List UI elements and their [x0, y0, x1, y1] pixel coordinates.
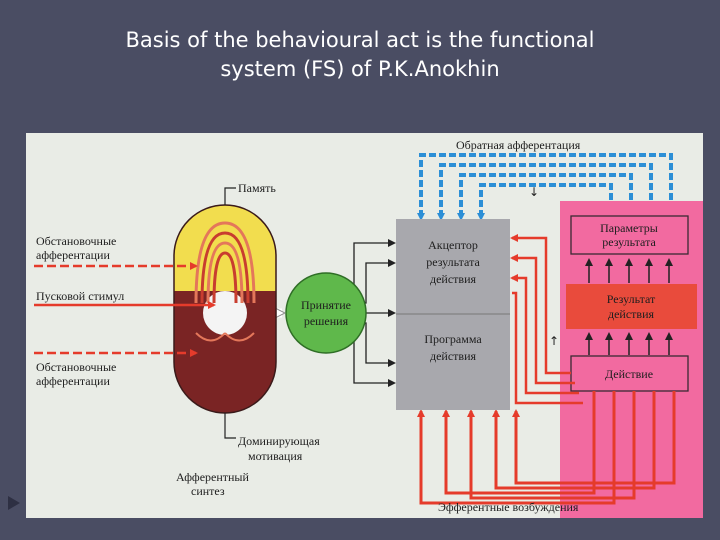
bullet-arrow-icon	[8, 496, 20, 510]
trigger-stimulus-label: Пусковой стимул	[36, 289, 124, 303]
result-parameters-box	[570, 215, 689, 255]
efferent-excitation-arrows	[417, 391, 676, 505]
efferent-copy-arrows	[510, 234, 583, 405]
decision-label-2: решения	[304, 314, 349, 328]
situational-afferentation-bottom-1: Обстановочные	[36, 360, 116, 374]
action-result-label-2: действия	[608, 307, 655, 321]
up-arrow-icon: ↑	[549, 334, 559, 348]
acceptor-label-1: Акцептор	[428, 238, 478, 252]
feedback-arrow-icon: ↓	[529, 185, 539, 199]
slide-title-line-2: system (FS) of P.K.Anokhin	[220, 57, 500, 81]
memory-pointer	[224, 187, 236, 205]
feedback-label: Обратная афферентация	[456, 138, 581, 152]
result-up-arrows	[585, 258, 673, 283]
situational-afferentation-top-2: афферентации	[36, 248, 110, 262]
memory-label: Память	[238, 181, 276, 195]
situational-afferentation-top-1: Обстановочные	[36, 234, 116, 248]
decision-label-1: Принятие	[301, 298, 351, 312]
acceptor-label-2: результата	[426, 255, 480, 269]
slide-title-line-1: Basis of the behavioural act is the func…	[125, 28, 595, 52]
result-parameters-label-2: результата	[602, 235, 656, 249]
feedback-afferentation-arrows	[417, 153, 673, 221]
program-label-2: действия	[430, 349, 477, 363]
situational-afferentation-bottom-2: афферентации	[36, 374, 110, 388]
action-result-label-1: Результат	[607, 292, 656, 306]
functional-system-diagram: Обратная афферентация ↓ Параметры резуль…	[26, 133, 703, 518]
afferent-synthesis-capsule	[173, 204, 277, 414]
action-label: Действие	[605, 367, 653, 381]
program-label-1: Программа	[424, 332, 482, 346]
result-parameters-label-1: Параметры	[600, 221, 658, 235]
slide-title: Basis of the behavioural act is the func…	[20, 26, 700, 84]
decision-circle	[285, 272, 367, 354]
dominant-motivation-label-1: Доминирующая	[238, 434, 320, 448]
afferent-synthesis-label-2: синтез	[191, 484, 225, 498]
efferent-excitations-label: Эфферентные возбуждения	[438, 500, 579, 514]
action-result-box	[566, 284, 697, 329]
afferent-synthesis-label-1: Афферентный	[176, 470, 249, 484]
diagram-canvas: Обратная афферентация ↓ Параметры резуль…	[34, 138, 703, 518]
action-up-arrows	[585, 332, 673, 355]
dominant-motivation-label-2: мотивация	[248, 449, 303, 463]
acceptor-label-3: действия	[430, 272, 477, 286]
afferent-input-arrows	[34, 262, 216, 357]
motivation-pointer	[224, 413, 236, 439]
